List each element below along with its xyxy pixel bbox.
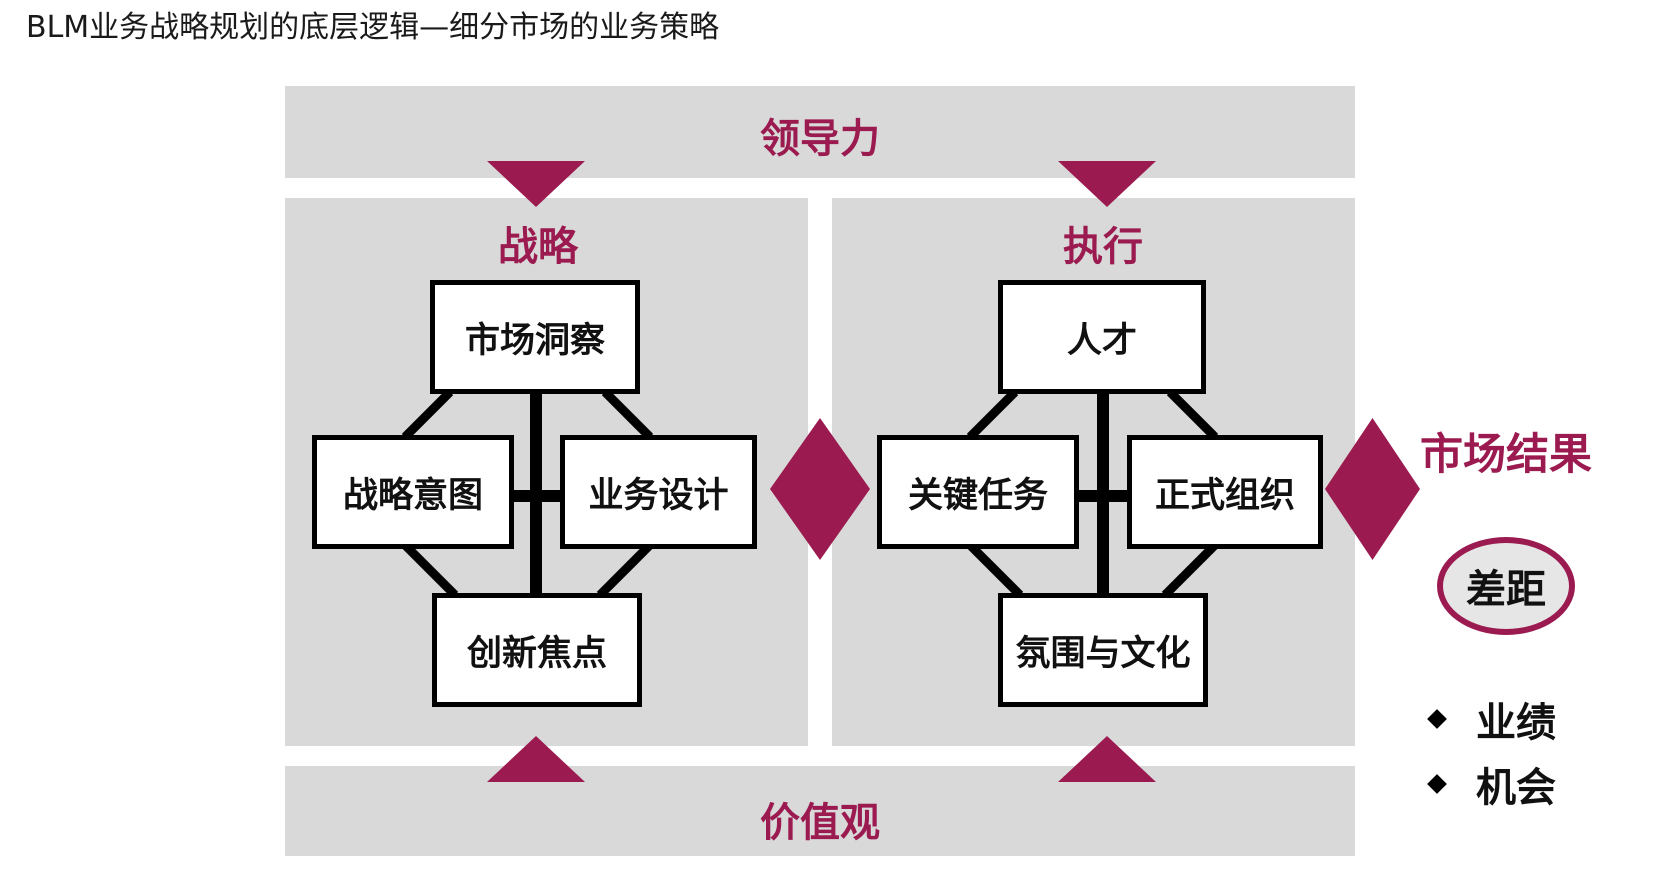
climate-culture-box: 氛围与文化 xyxy=(998,593,1208,707)
leadership-arrow-down-right xyxy=(1058,161,1156,207)
innovation-focus-box: 创新焦点 xyxy=(432,593,642,707)
page-title: BLM业务战略规划的底层逻辑—细分市场的业务策略 xyxy=(26,10,720,45)
bullet-text: 业绩 xyxy=(1476,700,1556,746)
leadership-label: 领导力 xyxy=(760,116,880,162)
bullet-text: 机会 xyxy=(1476,765,1556,811)
values-arrow-up-left xyxy=(487,736,585,782)
formal-organization-box: 正式组织 xyxy=(1127,435,1323,549)
strategy-label: 战略 xyxy=(498,224,578,270)
result-bullet-opportunity: 机会 xyxy=(1427,755,1556,813)
values-arrow-up-right xyxy=(1058,736,1156,782)
values-label: 价值观 xyxy=(760,800,880,846)
bullet-diamond-icon xyxy=(1427,774,1447,794)
market-results-title: 市场结果 xyxy=(1420,430,1592,480)
business-design-box: 业务设计 xyxy=(560,435,757,549)
talent-box: 人才 xyxy=(998,280,1206,394)
bullet-diamond-icon xyxy=(1427,709,1447,729)
execution-label: 执行 xyxy=(1063,224,1143,270)
critical-tasks-box: 关键任务 xyxy=(877,435,1079,549)
leadership-arrow-down-left xyxy=(487,161,585,207)
strategic-intent-box: 战略意图 xyxy=(312,435,514,549)
values-band xyxy=(285,766,1355,856)
market-insight-box: 市场洞察 xyxy=(430,280,640,394)
leadership-band xyxy=(285,86,1355,178)
result-bullet-performance: 业绩 xyxy=(1427,690,1556,748)
gap-oval: 差距 xyxy=(1437,537,1575,635)
